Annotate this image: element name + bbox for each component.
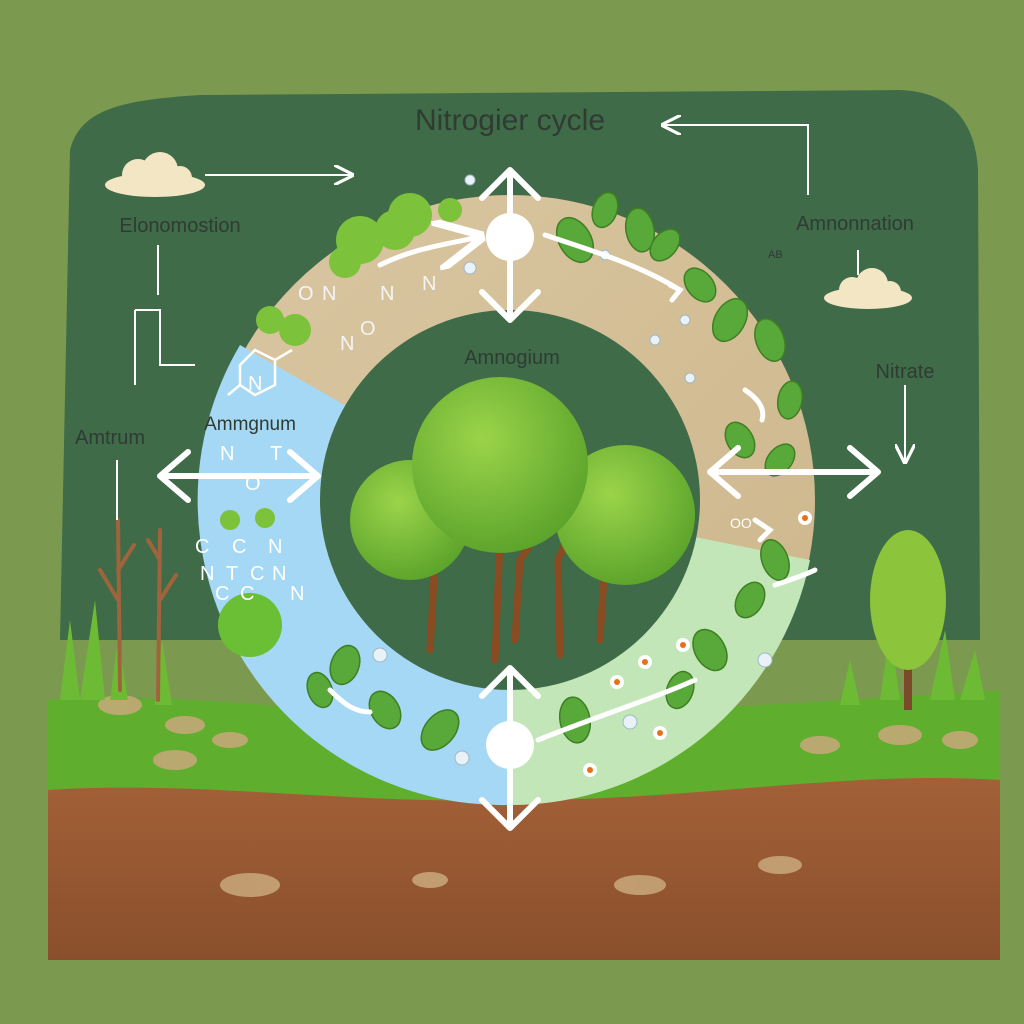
central-trees	[350, 377, 695, 664]
glyph-top-left-lower-0: N	[340, 333, 354, 355]
glyph-top-left-lower-2: N	[248, 373, 262, 395]
glyph-top-left-3: N	[422, 273, 436, 295]
grass-tufts	[60, 600, 985, 705]
glyph-left-lower-1b: C	[232, 536, 246, 558]
glyph-top-left-1: N	[322, 283, 336, 305]
glyph-left-lower-2c: C	[250, 563, 264, 585]
bare-saplings	[98, 518, 178, 702]
glyph-left-lower-2b: T	[226, 563, 238, 585]
flow-arrows	[327, 235, 818, 743]
ring-leaves	[306, 191, 804, 751]
glyph-left-lower-1a: C	[195, 536, 209, 558]
ring-glyphs: O N N N N O N N O T C C N N T C N C C N …	[195, 273, 752, 605]
label-elonomostion: Elonomostion	[119, 215, 240, 237]
moss-clusters	[218, 193, 462, 657]
connector-lines	[116, 125, 905, 520]
glyph-left-mid-1: O	[245, 473, 261, 495]
right-tree	[870, 530, 946, 710]
glyph-left-mid-2: T	[270, 443, 282, 465]
glyph-left-mid-0: N	[220, 443, 234, 465]
glyph-left-lower-2a: N	[200, 563, 214, 585]
glyph-right-small: OO	[730, 515, 752, 531]
glyph-top-left-2: N	[380, 283, 394, 305]
soil-pebbles	[98, 695, 978, 897]
glyph-left-lower-3a: C	[215, 583, 229, 605]
glyph-top-left-0: O	[298, 283, 314, 305]
label-amtrum: Amtrum	[75, 427, 145, 449]
cloud-left	[105, 152, 205, 197]
glyph-left-lower-2d: N	[272, 563, 286, 585]
label-amnonnation: Amnonnation	[796, 213, 914, 235]
flowers	[583, 511, 812, 777]
glyph-top-left-lower-1: O	[360, 318, 376, 340]
label-ammgnum: Ammgnum	[204, 414, 296, 435]
glyph-left-lower-3b: C	[240, 583, 254, 605]
label-amnogium: Amnogium	[464, 347, 560, 369]
glyph-left-lower-3c: N	[290, 583, 304, 605]
diagram-title: Nitrogier cycle	[415, 104, 605, 137]
cloud-right	[824, 268, 912, 309]
label-amnonnation-sub: AB	[768, 249, 783, 261]
arrow-nodes	[486, 213, 534, 769]
soil-layer	[48, 740, 1000, 960]
molecule-sketch	[227, 348, 293, 397]
glyph-left-lower-1c: N	[268, 536, 282, 558]
label-nitrate: Nitrate	[876, 361, 935, 383]
